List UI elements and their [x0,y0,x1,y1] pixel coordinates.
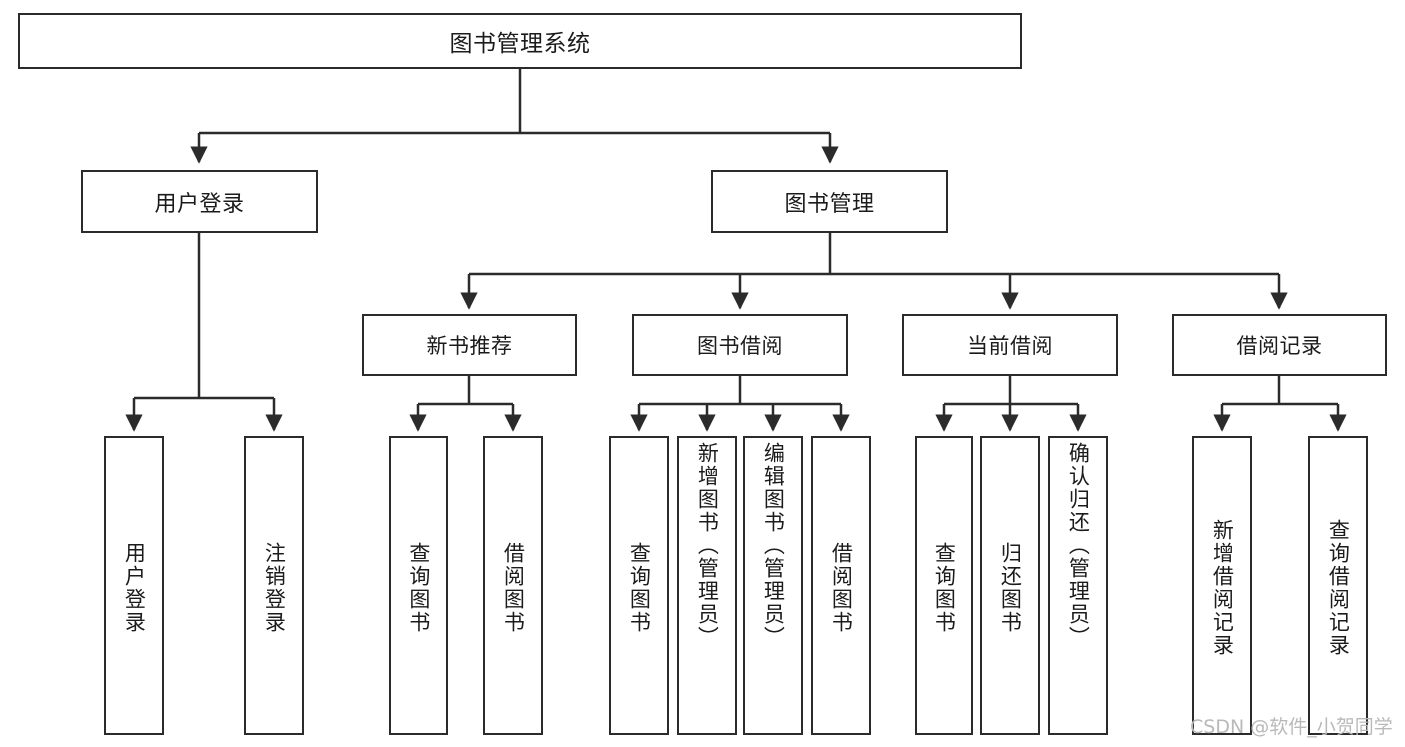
leaf-return-books[interactable]: 归还图书 [980,436,1040,735]
node-label: 图书管理 [784,191,875,217]
leaf-confirm-return-admin[interactable]: 确认归还（管理员） [1048,436,1108,735]
leaf-borrow-books-recommend[interactable]: 借阅图书 [483,436,543,735]
node-label: 借阅记录 [1236,334,1323,358]
node-label: 用户登录 [154,191,245,217]
node-current-borrow[interactable]: 当前借阅 [902,314,1118,376]
node-label: 图书管理系统 [449,31,591,57]
node-root-book-management-system[interactable]: 图书管理系统 [18,13,1022,69]
leaf-query-books-current[interactable]: 查询图书 [915,436,973,735]
node-label: 查询图书 [406,541,431,634]
node-label: 用户登录 [122,541,147,634]
leaf-inner: 查询图书 [391,442,446,733]
leaf-edit-book-admin[interactable]: 编辑图书（管理员） [743,436,803,735]
node-new-book-recommend[interactable]: 新书推荐 [362,314,577,376]
leaf-user-login[interactable]: 用户登录 [104,436,164,735]
leaf-inner: 用户登录 [106,442,162,733]
node-label: 归还图书 [998,541,1023,634]
leaf-query-books-borrow[interactable]: 查询图书 [609,436,669,735]
node-label: 查询图书 [627,541,652,634]
node-user-login[interactable]: 用户登录 [81,170,318,233]
leaf-inner: 编辑图书（管理员） [745,442,801,733]
leaf-inner: 借阅图书 [813,442,869,733]
node-label: 借阅图书 [829,541,854,634]
leaf-inner: 借阅图书 [485,442,541,733]
node-label: 图书借阅 [697,334,783,358]
node-label: 新增图书（管理员） [695,442,720,649]
leaf-query-borrow-record[interactable]: 查询借阅记录 [1308,436,1368,735]
leaf-inner: 确认归还（管理员） [1050,442,1106,733]
leaf-inner: 归还图书 [982,442,1038,733]
node-label: 编辑图书（管理员） [761,442,786,649]
leaf-logout[interactable]: 注销登录 [244,436,304,735]
leaf-inner: 注销登录 [246,442,302,733]
leaf-query-books-recommend[interactable]: 查询图书 [389,436,448,735]
watermark-text: CSDN @软件_小贺同学 [1190,716,1393,738]
node-label: 当前借阅 [967,334,1053,358]
node-label: 新增借阅记录 [1210,518,1235,657]
node-book-borrow[interactable]: 图书借阅 [632,314,848,376]
leaf-add-book-admin[interactable]: 新增图书（管理员） [677,436,737,735]
leaf-inner: 新增图书（管理员） [679,442,735,733]
leaf-borrow-books-borrow[interactable]: 借阅图书 [811,436,871,735]
leaf-add-borrow-record[interactable]: 新增借阅记录 [1192,436,1252,735]
node-label: 新书推荐 [426,334,513,358]
node-label: 借阅图书 [501,541,526,634]
leaf-inner: 查询图书 [611,442,667,733]
node-book-management[interactable]: 图书管理 [711,170,948,233]
leaf-inner: 查询借阅记录 [1310,442,1366,733]
node-label: 注销登录 [262,541,287,634]
leaf-inner: 查询图书 [917,442,971,733]
node-label: 查询图书 [932,541,957,634]
node-borrow-record[interactable]: 借阅记录 [1172,314,1387,376]
leaf-inner: 新增借阅记录 [1194,442,1250,733]
node-label: 查询借阅记录 [1326,518,1351,657]
node-label: 确认归还（管理员） [1066,442,1091,649]
